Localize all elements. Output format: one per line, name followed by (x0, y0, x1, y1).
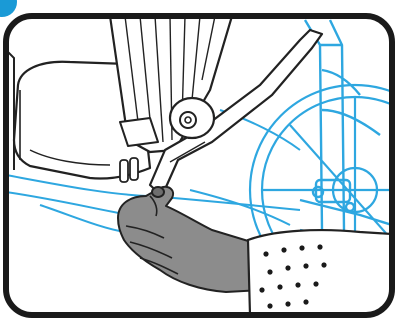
dotted-cuff (248, 230, 392, 315)
tension-knob (170, 98, 214, 138)
step-badge-icon (0, 0, 17, 17)
